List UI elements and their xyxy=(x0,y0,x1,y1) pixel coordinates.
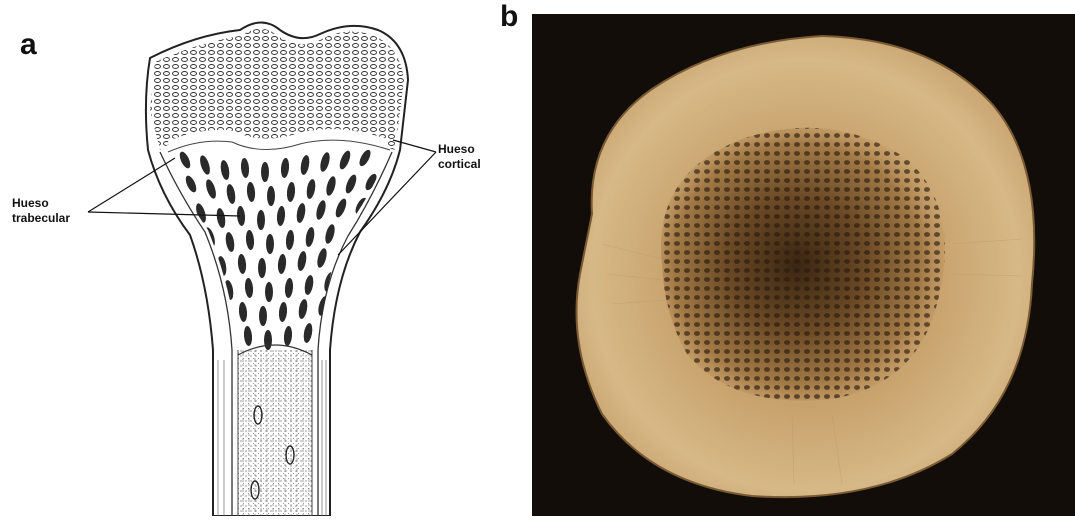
cross-section-illustration xyxy=(532,14,1075,516)
label-hueso-trabecular: Hueso trabecular xyxy=(12,196,70,226)
bone-cross-section-photo xyxy=(532,14,1075,516)
bone-longitudinal-drawing xyxy=(0,0,532,516)
label-hueso-cortical: Hueso cortical xyxy=(438,142,481,172)
